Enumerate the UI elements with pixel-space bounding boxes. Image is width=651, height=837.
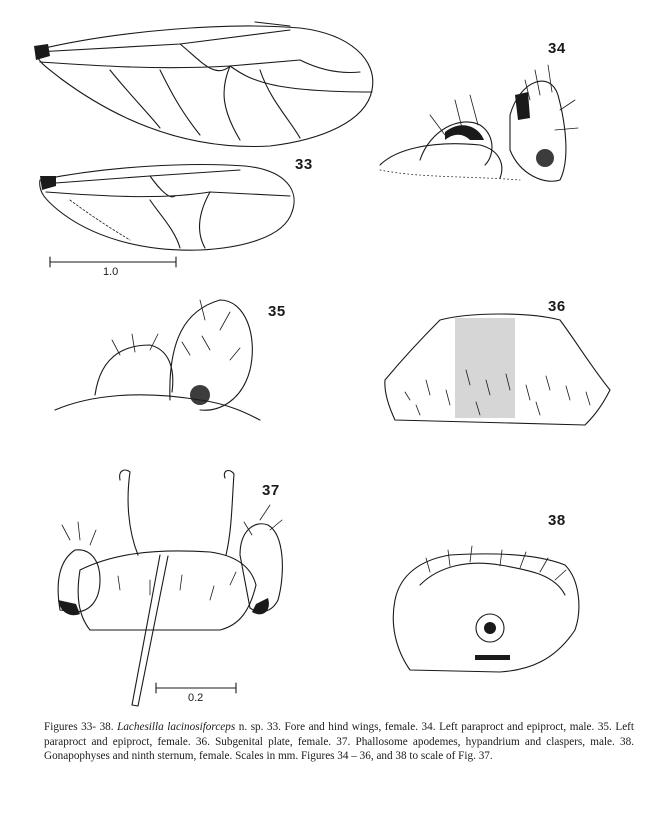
fig35-drawing [54, 299, 261, 421]
fig36-drawing [384, 313, 611, 426]
figure-label-37: 37 [262, 482, 280, 499]
hind-wing-drawing [39, 163, 295, 251]
figure-label-33: 33 [295, 156, 313, 173]
figure-label-35: 35 [268, 303, 286, 320]
fig38-drawing [392, 545, 580, 673]
fore-wing-drawing [34, 21, 374, 148]
figure-label-34: 34 [548, 40, 566, 57]
figure-label-36: 36 [548, 298, 566, 315]
caption-species-name: Lachesilla lacinosiforceps [117, 721, 236, 733]
genital-scale-bar [155, 682, 237, 694]
wing-scale-label: 1.0 [103, 266, 119, 278]
figure-label-38: 38 [548, 512, 566, 529]
genital-scale-label: 0.2 [188, 692, 204, 704]
fig34-drawing [379, 64, 579, 182]
caption-lead: Figures 33- 38. [44, 721, 118, 733]
wing-scale-bar [49, 256, 177, 268]
fig37-drawing [57, 469, 283, 707]
caption-body: n. sp. 33. Fore and hind wings, female. … [44, 721, 634, 762]
figure-caption: Figures 33- 38. Lachesilla lacinosiforce… [44, 720, 634, 764]
